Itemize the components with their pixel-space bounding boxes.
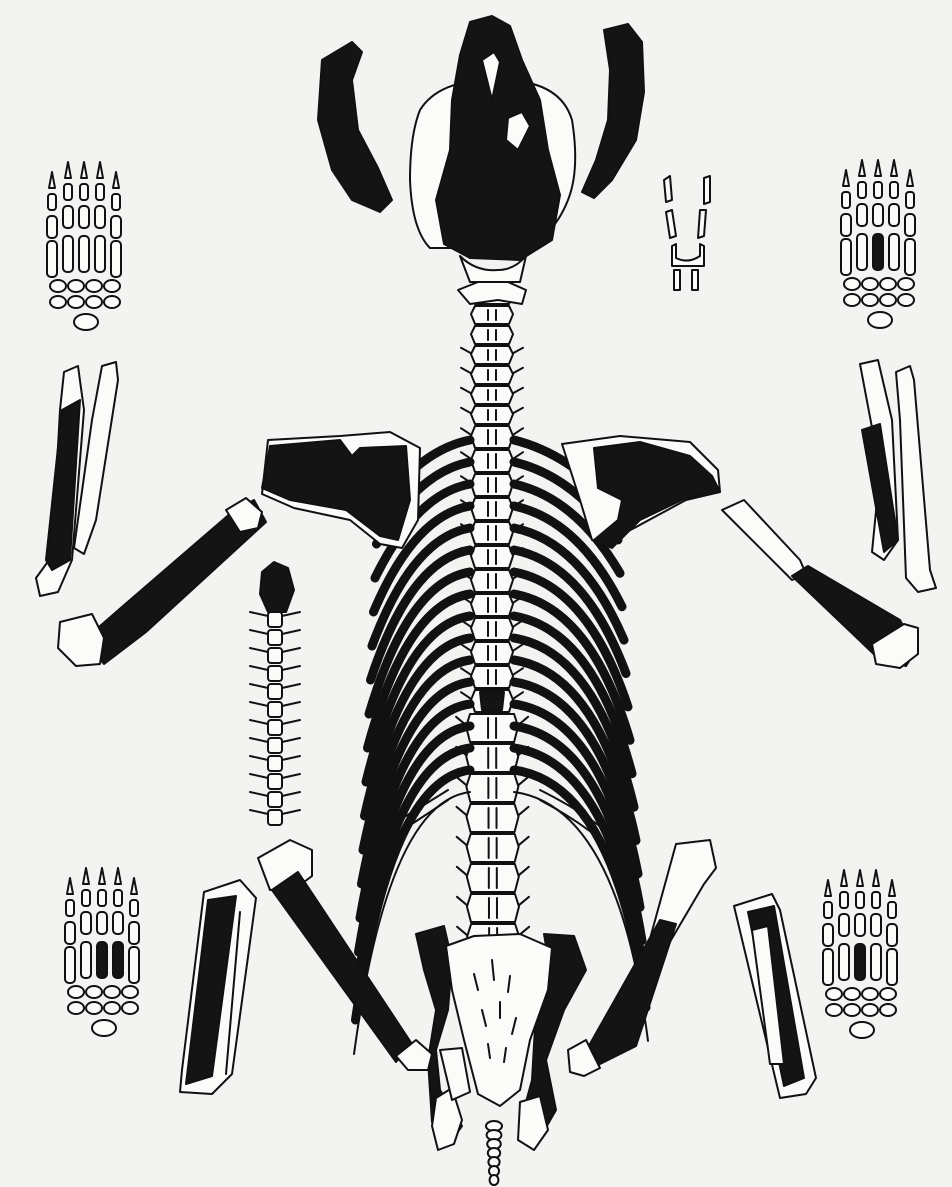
left-scapula: [262, 432, 420, 548]
cranium: [436, 16, 560, 260]
vertebra: [471, 306, 513, 324]
right-tibia-fibula: [734, 894, 816, 1098]
vertebra: [457, 894, 529, 922]
right-forefoot: [841, 160, 915, 328]
tail-fragment: [250, 562, 300, 825]
vertebra: [461, 386, 523, 404]
right-hindfoot: [823, 870, 897, 1038]
left-tibia-fibula: [180, 880, 256, 1094]
vertebra: [457, 864, 529, 892]
vertebra: [461, 406, 523, 424]
right-radius-ulna: [860, 360, 936, 592]
atlas-vertebra: [458, 282, 526, 304]
hyoid: [664, 176, 710, 290]
left-hindfoot: [65, 868, 139, 1036]
vertebra: [457, 804, 529, 832]
right-mandible: [582, 24, 644, 198]
vertebra: [456, 774, 528, 802]
skull: [318, 16, 644, 282]
vertebra: [471, 326, 513, 344]
left-radius-ulna: [36, 362, 118, 596]
left-femur: [258, 840, 432, 1070]
vertebra: [461, 346, 523, 364]
caudal-vertebrae: [486, 1121, 502, 1185]
left-forefoot: [47, 162, 121, 330]
vertebra: [461, 366, 523, 384]
vertebra: [457, 834, 529, 862]
left-mandible: [318, 42, 392, 212]
pelvis: [416, 926, 586, 1150]
